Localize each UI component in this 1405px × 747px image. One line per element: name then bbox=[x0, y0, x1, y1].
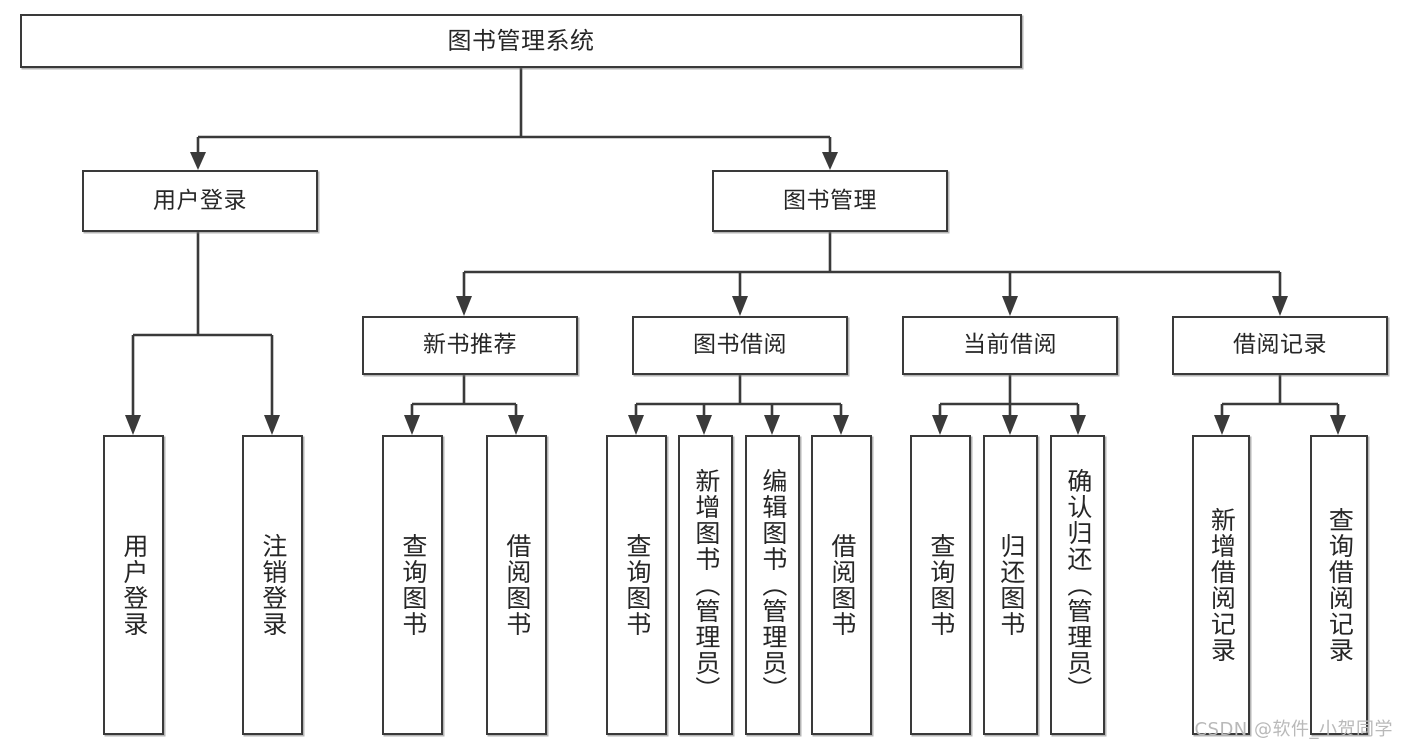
node-label: 当前借阅 bbox=[963, 332, 1057, 358]
leaf-borrow-record-query-record[interactable]: 查询借阅记录 bbox=[1310, 435, 1368, 735]
arrow-head-bb-edit-book bbox=[764, 415, 780, 435]
node-label: 用户登录 bbox=[119, 533, 149, 637]
node-label: 确认归还（管理员） bbox=[1063, 468, 1093, 702]
node-label: 图书管理 bbox=[783, 187, 877, 214]
arrow-head-br-query-record bbox=[1330, 415, 1346, 435]
node-label: 编辑图书（管理员） bbox=[758, 468, 788, 702]
node-label: 查询图书 bbox=[926, 533, 956, 637]
leaf-book-borrow-query-book[interactable]: 查询图书 bbox=[606, 435, 667, 735]
node-label: 新增图书（管理员） bbox=[691, 468, 721, 702]
node-root-book-management-system[interactable]: 图书管理系统 bbox=[20, 14, 1022, 68]
leaf-new-book-borrow-book[interactable]: 借阅图书 bbox=[486, 435, 547, 735]
arrow-head-br-add-record bbox=[1214, 415, 1230, 435]
arrow-head-borrow-record bbox=[1272, 296, 1288, 316]
arrow-head-bb-add-book bbox=[696, 415, 712, 435]
node-label: 用户登录 bbox=[153, 187, 247, 214]
leaf-borrow-record-add-record[interactable]: 新增借阅记录 bbox=[1192, 435, 1250, 735]
leaf-book-borrow-edit-book[interactable]: 编辑图书（管理员） bbox=[745, 435, 800, 735]
node-new-book-recommendation[interactable]: 新书推荐 bbox=[362, 316, 578, 375]
arrow-head-cb-confirm-return bbox=[1070, 415, 1086, 435]
arrow-head-book-borrow bbox=[732, 296, 748, 316]
arrow-head-cb-query-book bbox=[932, 415, 948, 435]
node-current-borrowing[interactable]: 当前借阅 bbox=[902, 316, 1118, 375]
arrow-head-leaf-logout bbox=[264, 415, 280, 435]
arrow-head-current-borrow bbox=[1002, 296, 1018, 316]
arrow-head-leaf-user-login bbox=[125, 415, 141, 435]
arrow-head-bb-query-book bbox=[628, 415, 644, 435]
node-label: 图书借阅 bbox=[693, 332, 787, 358]
leaf-book-borrow-add-book[interactable]: 新增图书（管理员） bbox=[678, 435, 733, 735]
leaf-current-borrow-return-book[interactable]: 归还图书 bbox=[983, 435, 1038, 735]
arrow-head-nb-borrow-book bbox=[508, 415, 524, 435]
node-label: 借阅图书 bbox=[827, 533, 857, 637]
node-label: 归还图书 bbox=[996, 533, 1026, 637]
leaf-book-borrow-borrow-book[interactable]: 借阅图书 bbox=[811, 435, 872, 735]
node-label: 查询图书 bbox=[398, 533, 428, 637]
arrow-head-new-book bbox=[456, 296, 472, 316]
arrow-head-cb-return-book bbox=[1002, 415, 1018, 435]
leaf-new-book-query-book[interactable]: 查询图书 bbox=[382, 435, 443, 735]
arrow-head-nb-query-book bbox=[404, 415, 420, 435]
node-book-borrowing[interactable]: 图书借阅 bbox=[632, 316, 848, 375]
leaf-current-borrow-confirm-return[interactable]: 确认归还（管理员） bbox=[1050, 435, 1105, 735]
leaf-logout[interactable]: 注销登录 bbox=[242, 435, 303, 735]
node-user-login[interactable]: 用户登录 bbox=[82, 170, 318, 232]
watermark-csdn: CSDN @软件_小贺同学 bbox=[1194, 719, 1393, 740]
node-borrowing-record[interactable]: 借阅记录 bbox=[1172, 316, 1388, 375]
leaf-user-login[interactable]: 用户登录 bbox=[103, 435, 164, 735]
node-label: 图书管理系统 bbox=[447, 27, 595, 55]
node-label: 借阅图书 bbox=[502, 533, 532, 637]
node-label: 注销登录 bbox=[258, 533, 288, 637]
node-label: 查询借阅记录 bbox=[1325, 507, 1355, 663]
arrow-head-user-login bbox=[190, 152, 206, 170]
node-label: 借阅记录 bbox=[1233, 332, 1327, 358]
arrow-head-book-manage bbox=[822, 152, 838, 170]
leaf-current-borrow-query-book[interactable]: 查询图书 bbox=[910, 435, 971, 735]
arrow-head-bb-borrow-book bbox=[833, 415, 849, 435]
node-book-management[interactable]: 图书管理 bbox=[712, 170, 948, 232]
node-label: 新增借阅记录 bbox=[1207, 507, 1237, 663]
node-label: 新书推荐 bbox=[423, 332, 517, 358]
node-label: 查询图书 bbox=[622, 533, 652, 637]
